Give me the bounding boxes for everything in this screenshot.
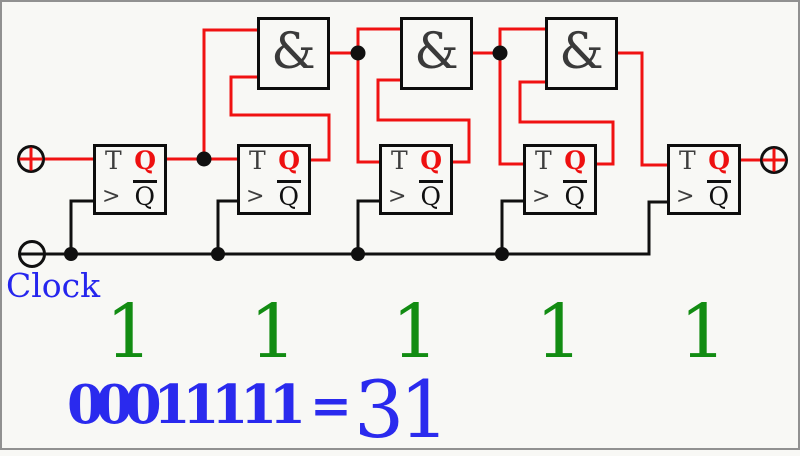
junction-dot-clock2 bbox=[211, 247, 225, 261]
ff5-q-label: Q bbox=[708, 146, 730, 175]
ff5-qbar-label: Q bbox=[706, 180, 731, 211]
and3-label: & bbox=[559, 21, 604, 80]
equals-sign: = bbox=[310, 376, 352, 435]
t-flipflop-5: T Q > Q bbox=[667, 144, 741, 215]
ff4-qbar-label: Q bbox=[562, 180, 587, 211]
and-gate-2: & bbox=[400, 17, 473, 90]
wire-clock-stub-ff4 bbox=[500, 199, 524, 254]
wire-clock-stub-ff3 bbox=[356, 199, 380, 254]
junction-dot-q1 bbox=[196, 151, 212, 167]
ff2-qbar-label: Q bbox=[276, 180, 301, 211]
ff1-qbar-label: Q bbox=[132, 180, 157, 211]
plus-icon bbox=[762, 148, 786, 172]
ff2-t-label: T bbox=[249, 146, 266, 175]
wire-ff3q-to-and2 bbox=[376, 78, 471, 164]
wire-and2-to-and3 bbox=[472, 27, 546, 55]
binary-readout: 00011111 = bbox=[67, 379, 352, 432]
t-flipflop-3: T Q > Q bbox=[379, 144, 453, 215]
and-gate-3: & bbox=[545, 17, 618, 90]
bit-value-3: 1 bbox=[391, 289, 439, 375]
ff1-clock-icon: > bbox=[102, 183, 121, 209]
input-high-terminal bbox=[17, 145, 45, 173]
ff3-qbar-label: Q bbox=[418, 180, 443, 211]
t-flipflop-2: T Q > Q bbox=[237, 144, 311, 215]
t-flipflop-4: T Q > Q bbox=[523, 144, 597, 215]
decimal-value: 31 bbox=[354, 364, 450, 456]
ff3-clock-icon: > bbox=[388, 183, 407, 209]
junction-dot-and1-out bbox=[350, 45, 366, 61]
ff1-q-label: Q bbox=[134, 146, 156, 175]
junction-dot-clock1 bbox=[64, 247, 78, 261]
bit-value-2: 1 bbox=[249, 289, 297, 375]
ff4-q-label: Q bbox=[564, 146, 586, 175]
bit-value-1: 1 bbox=[105, 289, 153, 375]
ff5-clock-icon: > bbox=[676, 183, 695, 209]
wire-and1-to-ff3t bbox=[356, 53, 380, 164]
wire-and3-to-ff5t bbox=[616, 51, 668, 167]
wire-ff2q-to-and1 bbox=[229, 75, 331, 162]
clock-label: Clock bbox=[6, 266, 101, 305]
wire-and2-to-ff4t bbox=[498, 53, 524, 166]
bit-value-5: 1 bbox=[679, 289, 727, 375]
wire-clock-bus bbox=[44, 200, 668, 256]
ff3-q-label: Q bbox=[420, 146, 442, 175]
ff5-t-label: T bbox=[679, 146, 696, 175]
junction-dot-clock4 bbox=[495, 247, 509, 261]
wire-ff1q-to-and1 bbox=[202, 28, 258, 159]
wire-and1-to-and2 bbox=[329, 27, 401, 55]
wire-clock-stub-ff2 bbox=[216, 199, 238, 254]
bit-value-4: 1 bbox=[535, 289, 583, 375]
plus-icon bbox=[19, 147, 43, 171]
ff3-t-label: T bbox=[391, 146, 408, 175]
output-terminal bbox=[760, 146, 788, 174]
and-gate-1: & bbox=[257, 17, 330, 90]
ff1-t-label: T bbox=[105, 146, 122, 175]
junction-dot-and2-out bbox=[492, 45, 508, 61]
wire-ff4q-to-and3 bbox=[518, 80, 615, 166]
ff4-t-label: T bbox=[535, 146, 552, 175]
t-flipflop-1: T Q > Q bbox=[93, 144, 167, 215]
and2-label: & bbox=[414, 21, 459, 80]
ff4-clock-icon: > bbox=[532, 183, 551, 209]
junction-dot-clock3 bbox=[351, 247, 365, 261]
and1-label: & bbox=[271, 21, 316, 80]
ff2-q-label: Q bbox=[278, 146, 300, 175]
binary-value: 00011111 bbox=[67, 374, 306, 436]
ff2-clock-icon: > bbox=[246, 183, 265, 209]
clock-terminal bbox=[18, 240, 46, 268]
wire-clock-stub-ff1 bbox=[69, 199, 94, 254]
